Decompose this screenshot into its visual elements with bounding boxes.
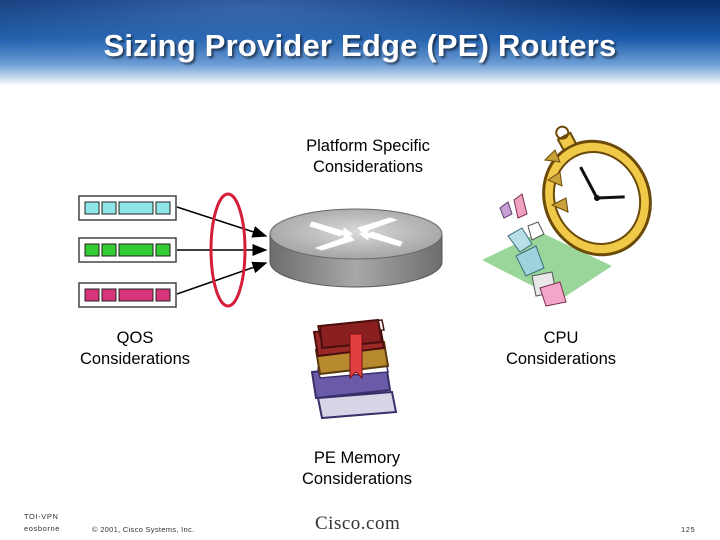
qos-label: QOS Considerations xyxy=(55,328,215,370)
books-icon xyxy=(310,318,398,420)
qos-label-line1: QOS xyxy=(116,329,154,347)
queue-cyan xyxy=(78,195,177,221)
cpu-label-line2: Considerations xyxy=(505,350,617,368)
queue-magenta xyxy=(78,282,177,308)
arrow-queue-1 xyxy=(176,206,268,238)
course-line2: eosborne xyxy=(24,524,61,533)
memory-label: PE Memory Considerations xyxy=(267,448,447,490)
memory-label-line1: PE Memory xyxy=(313,449,401,467)
platform-label: Platform Specific Considerations xyxy=(268,136,468,178)
qos-label-line2: Considerations xyxy=(79,350,191,368)
copyright-text: © 2001, Cisco Systems, Inc. xyxy=(92,525,195,534)
cisco-logo: Cisco.com xyxy=(315,513,401,534)
slide-title: Sizing Provider Edge (PE) Routers xyxy=(103,28,617,63)
course-line1: TOI-VPN xyxy=(24,512,59,521)
platform-label-line1: Platform Specific xyxy=(306,137,430,155)
course-code: TOI-VPN eosborne xyxy=(24,512,60,533)
arrow-queue-3 xyxy=(176,261,268,295)
stopwatch-icon xyxy=(482,125,652,307)
platform-label-line2: Considerations xyxy=(312,158,424,176)
cpu-label-line1: CPU xyxy=(543,329,579,347)
queue-green xyxy=(78,237,177,263)
memory-label-line2: Considerations xyxy=(301,470,413,488)
router-icon xyxy=(269,208,443,288)
header-glow xyxy=(0,0,720,86)
cpu-label: CPU Considerations xyxy=(481,328,641,370)
page-number: 125 xyxy=(681,525,696,534)
qos-scheduler-ring xyxy=(209,192,247,308)
